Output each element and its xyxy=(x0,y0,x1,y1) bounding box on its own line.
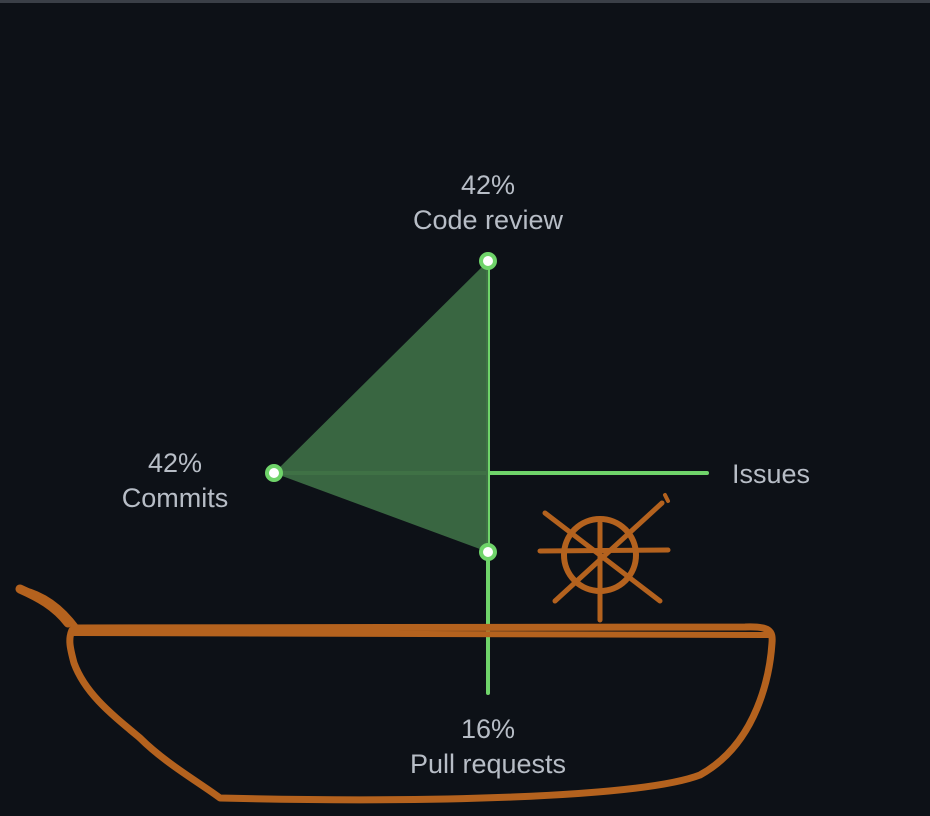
code-review-percent: 42% xyxy=(461,170,515,200)
commits-percent: 42% xyxy=(148,448,202,478)
pull-requests-label: Pull requests xyxy=(410,749,566,779)
pull-requests-point xyxy=(479,543,497,561)
code-review-point xyxy=(479,252,497,270)
radar-chart: 42% Code review Issues 16% Pull requests… xyxy=(15,170,810,804)
data-points xyxy=(265,252,497,561)
commits-point xyxy=(265,464,283,482)
issues-label: Issues xyxy=(732,459,810,489)
pull-requests-percent: 16% xyxy=(461,714,515,744)
code-review-label: Code review xyxy=(413,205,564,235)
boat-doodle-icon xyxy=(15,493,776,804)
activity-area xyxy=(274,261,488,552)
commits-label: Commits xyxy=(122,483,229,513)
